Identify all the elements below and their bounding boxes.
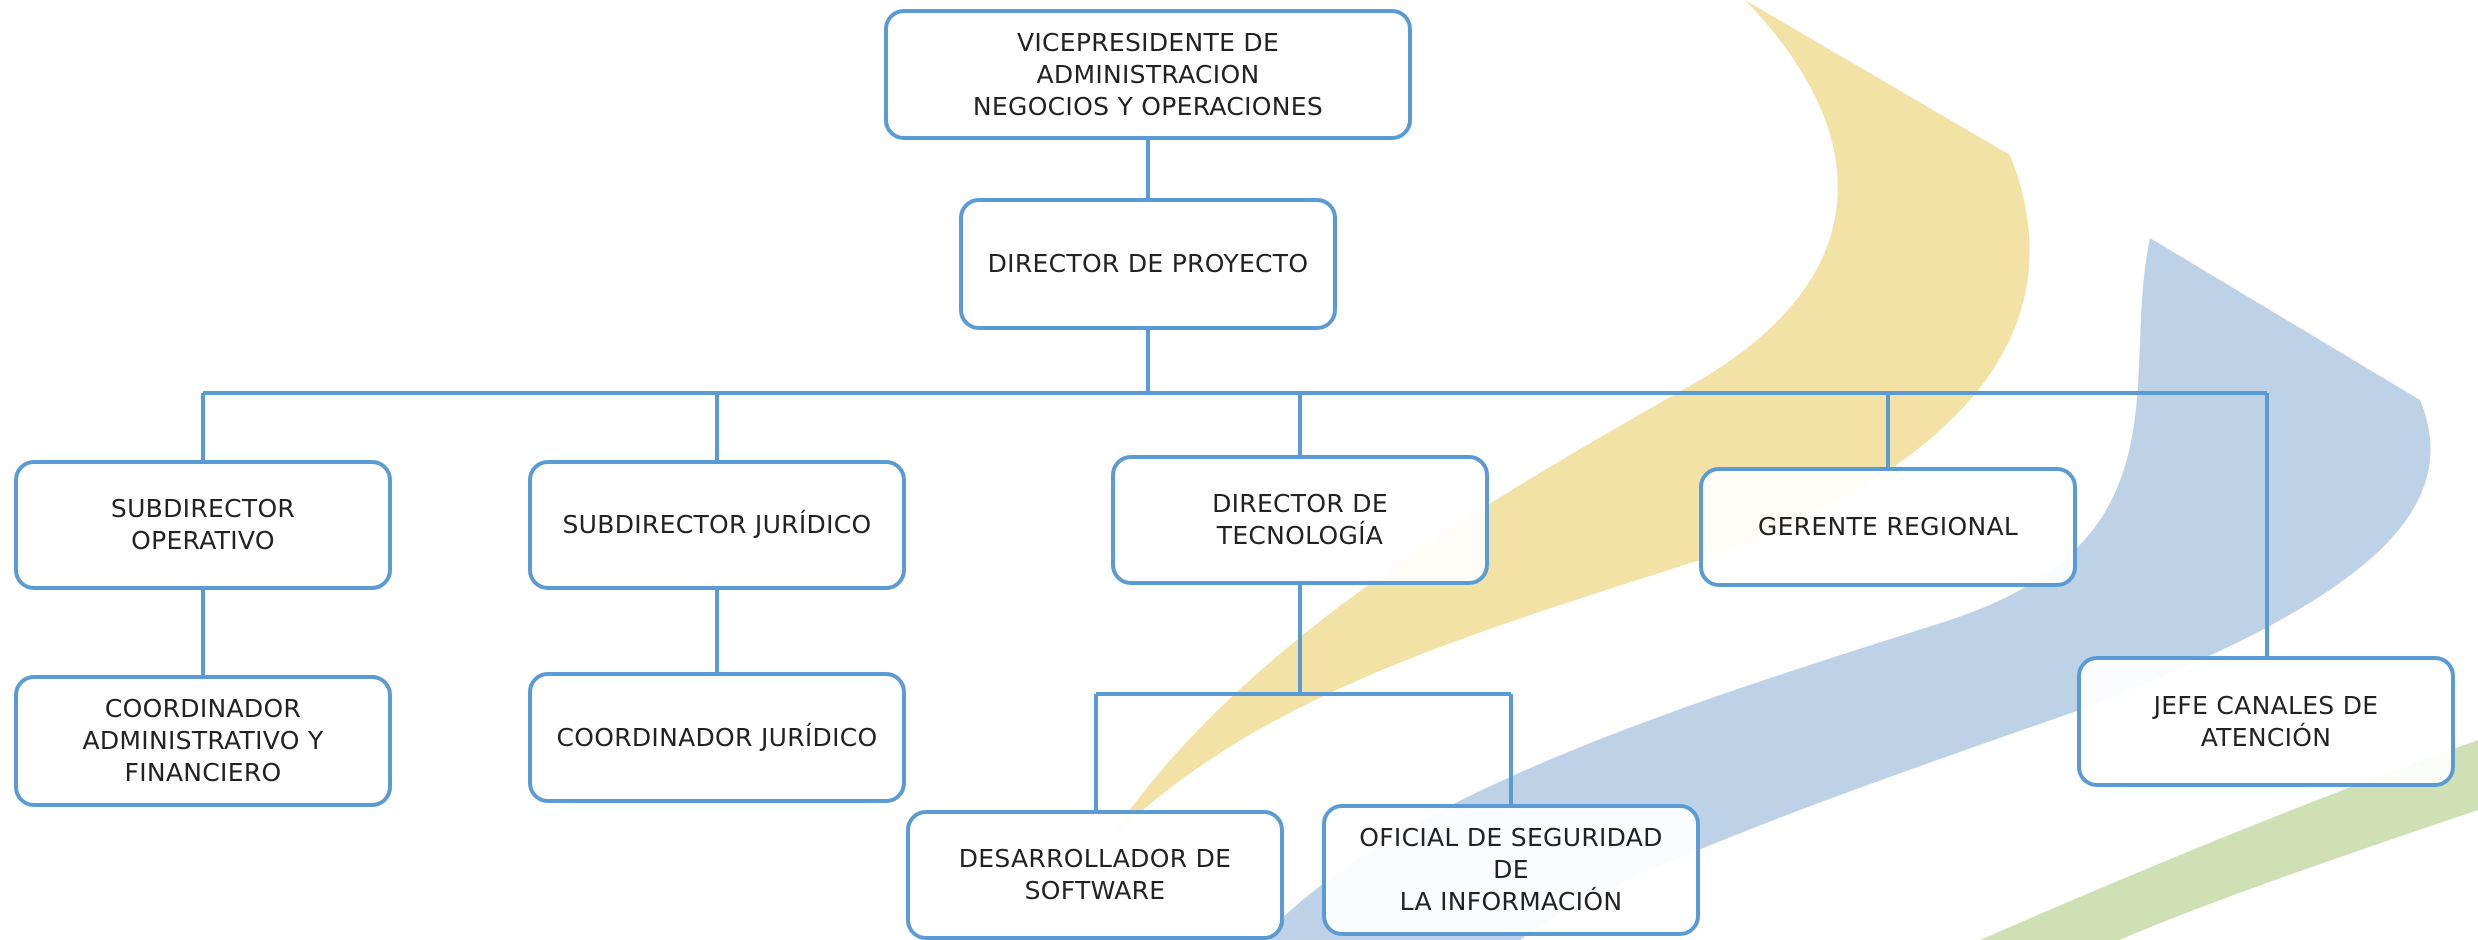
node-desarrollador-software-label: DESARROLLADOR DE SOFTWARE bbox=[958, 844, 1232, 905]
node-subdirector-juridico-label: SUBDIRECTOR JURÍDICO bbox=[562, 510, 872, 539]
node-vicepresidente-label: VICEPRESIDENTE DE ADMINISTRACION NEGOCIO… bbox=[972, 27, 1324, 121]
node-jefe-canales-atencion: JEFE CANALES DE ATENCIÓN bbox=[2077, 656, 2455, 787]
green-swoosh bbox=[1980, 740, 2478, 940]
node-subdirector-juridico: SUBDIRECTOR JURÍDICO bbox=[528, 460, 906, 590]
node-gerente-regional: GERENTE REGIONAL bbox=[1699, 467, 2077, 587]
node-subdirector-operativo-label: SUBDIRECTOR OPERATIVO bbox=[110, 494, 296, 555]
node-vicepresidente: VICEPRESIDENTE DE ADMINISTRACION NEGOCIO… bbox=[884, 9, 1412, 140]
blue-swoosh bbox=[1260, 238, 2431, 940]
node-subdirector-operativo: SUBDIRECTOR OPERATIVO bbox=[14, 460, 392, 590]
node-oficial-seguridad: OFICIAL DE SEGURIDAD DE LA INFORMACIÓN bbox=[1322, 804, 1700, 936]
node-director-tecnologia: DIRECTOR DE TECNOLOGÍA bbox=[1111, 455, 1489, 585]
node-jefe-canales-atencion-label: JEFE CANALES DE ATENCIÓN bbox=[2153, 690, 2379, 752]
node-director-proyecto-label: DIRECTOR DE PROYECTO bbox=[987, 249, 1309, 278]
node-director-proyecto: DIRECTOR DE PROYECTO bbox=[959, 198, 1337, 330]
node-director-tecnologia-label: DIRECTOR DE TECNOLOGÍA bbox=[1212, 489, 1388, 550]
yellow-swoosh bbox=[1105, 0, 2030, 845]
node-gerente-regional-label: GERENTE REGIONAL bbox=[1757, 512, 2019, 541]
node-coordinador-juridico: COORDINADOR JURÍDICO bbox=[528, 672, 906, 803]
node-coordinador-administrativo: COORDINADOR ADMINISTRATIVO Y FINANCIERO bbox=[14, 675, 392, 807]
node-coordinador-administrativo-label: COORDINADOR ADMINISTRATIVO Y FINANCIERO bbox=[82, 694, 324, 787]
node-desarrollador-software: DESARROLLADOR DE SOFTWARE bbox=[906, 810, 1284, 940]
node-coordinador-juridico-label: COORDINADOR JURÍDICO bbox=[556, 722, 878, 752]
node-oficial-seguridad-label: OFICIAL DE SEGURIDAD DE LA INFORMACIÓN bbox=[1359, 823, 1663, 916]
